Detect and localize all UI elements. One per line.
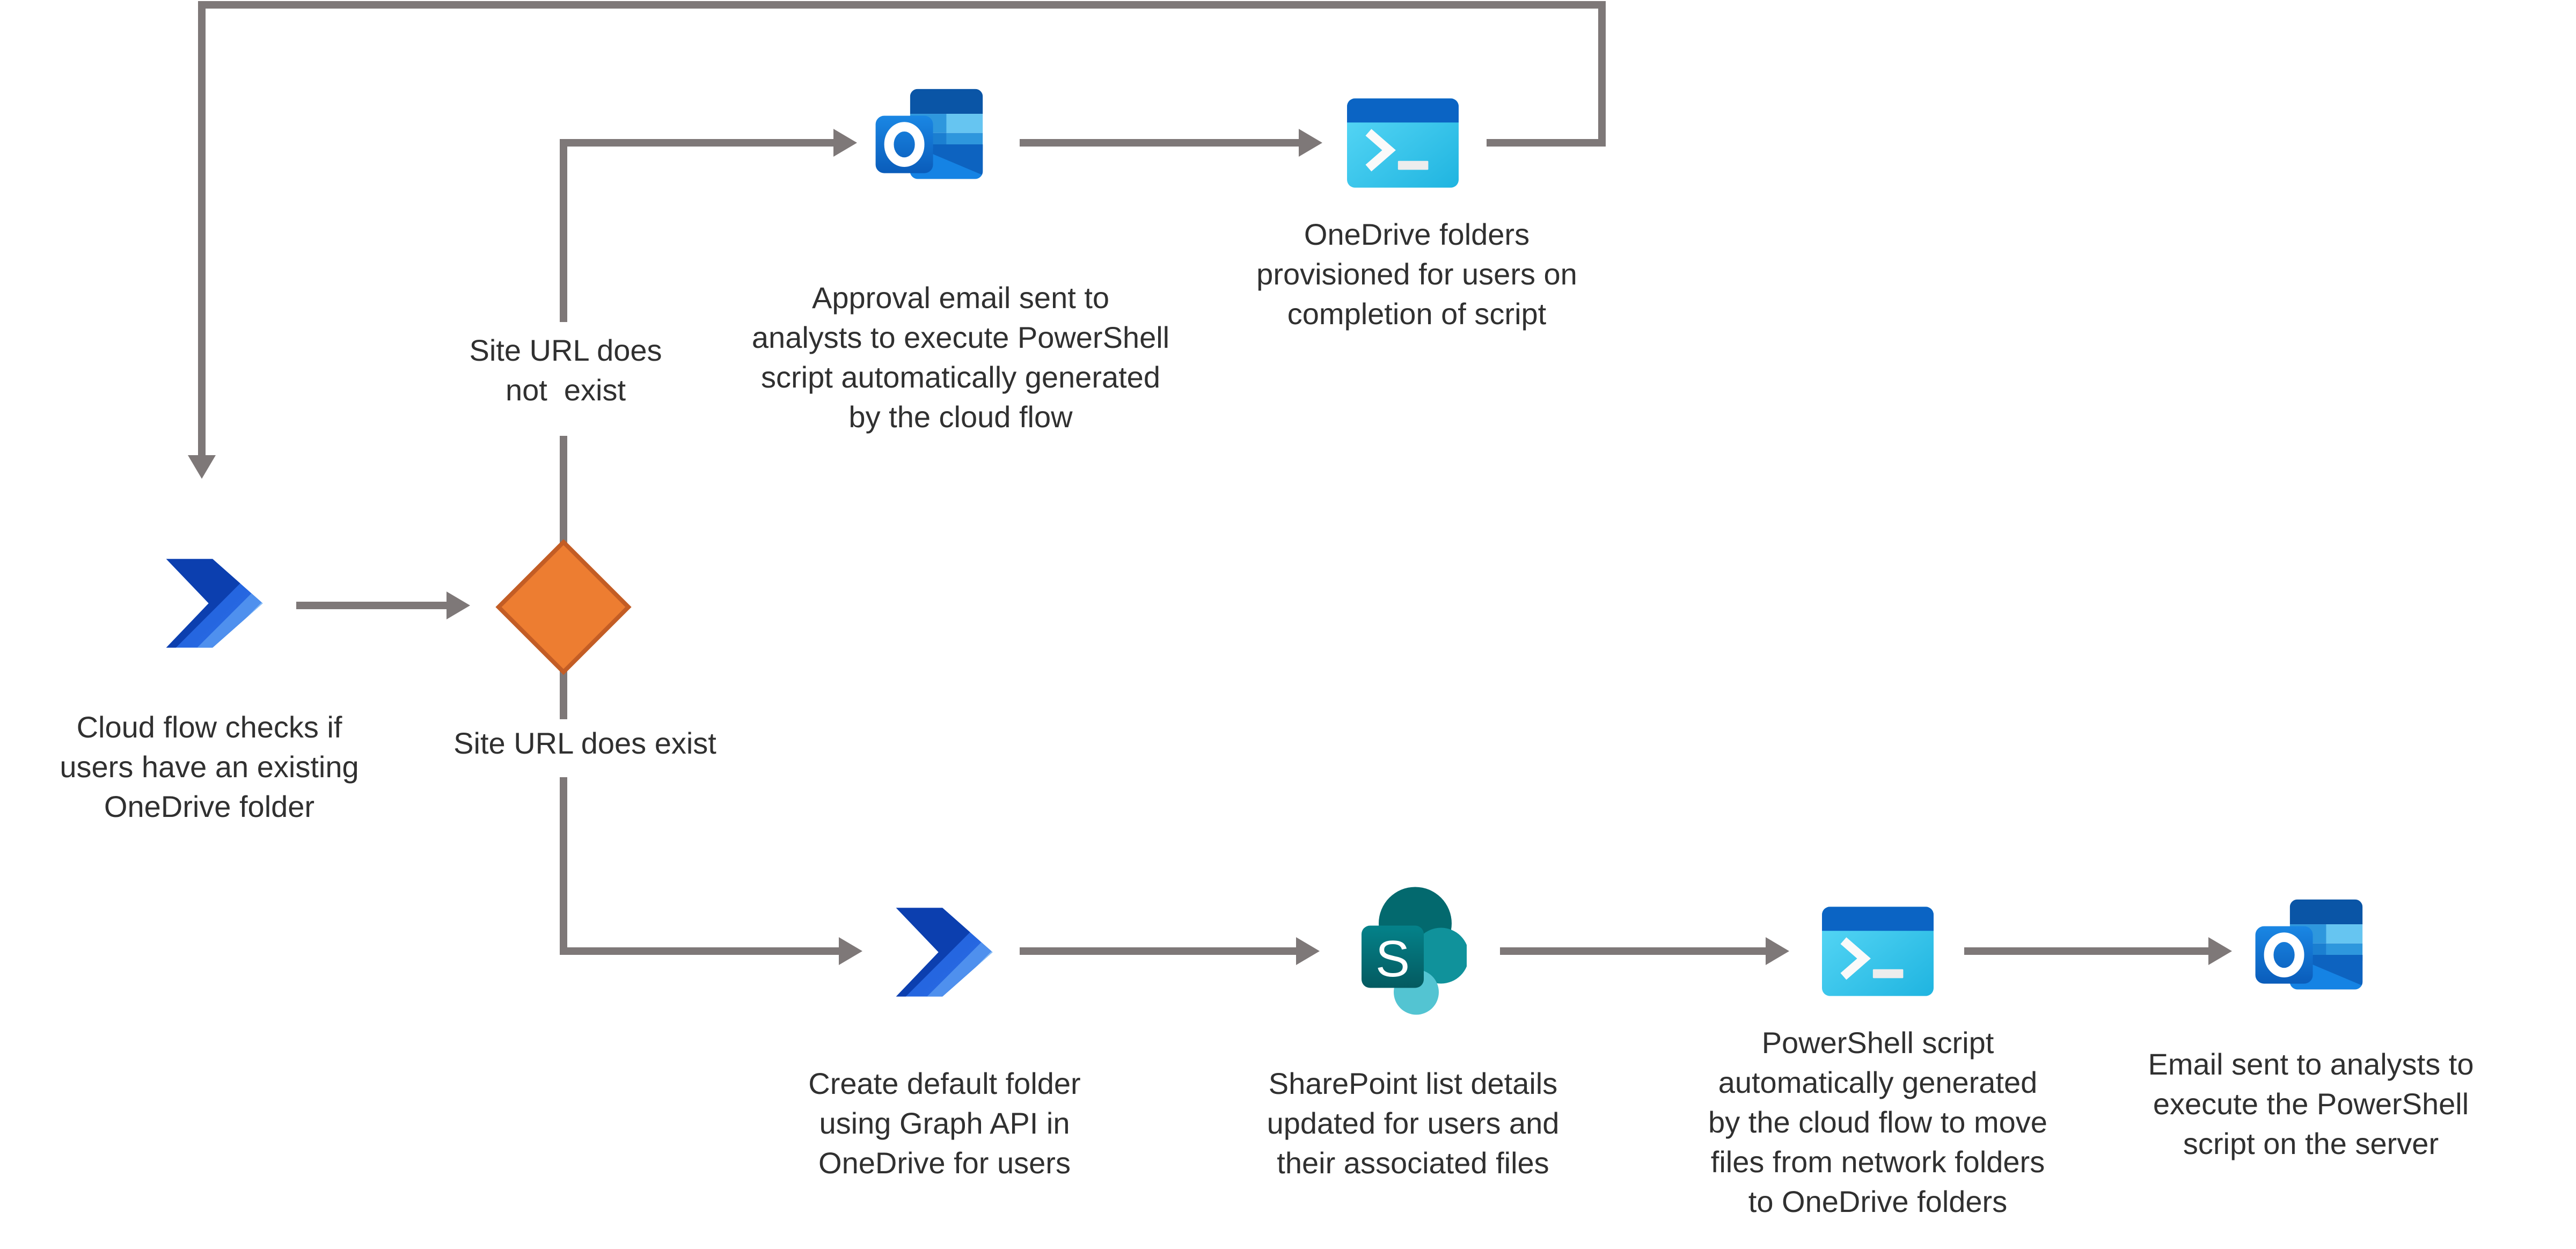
node-approval-email bbox=[874, 87, 989, 194]
arrow-cloudflow-decision bbox=[296, 602, 447, 609]
caption-sharepoint-list-update: SharePoint list details updated for user… bbox=[1267, 1067, 1560, 1180]
branch-up-line-upper bbox=[560, 139, 567, 322]
caption-powershell-move-files: PowerShell script automatically generate… bbox=[1708, 1026, 2047, 1218]
outlook-icon bbox=[2255, 899, 2363, 990]
branch-down-line-lower bbox=[560, 777, 567, 955]
node-onedrive-provisioned bbox=[1347, 98, 1459, 188]
arrow-sharepoint-terminal bbox=[1500, 947, 1766, 955]
arrow-sharepoint-terminal-head bbox=[1766, 937, 1789, 965]
diamond-shape-icon bbox=[495, 539, 632, 675]
branch-up-line-lower bbox=[560, 436, 567, 543]
arrow-pa-sharepoint-head bbox=[1296, 937, 1320, 965]
power-automate-icon bbox=[896, 908, 993, 997]
arrow-email-terminal-head bbox=[1299, 129, 1322, 157]
branch-down-arrowhead bbox=[839, 937, 862, 965]
caption-approval-email: Approval email sent to analysts to execu… bbox=[751, 281, 1170, 434]
branch-down-line-upper bbox=[560, 670, 567, 719]
branch-down-horizontal bbox=[560, 947, 839, 955]
node-email-analysts bbox=[2253, 897, 2368, 1005]
caption-create-default-folder: Create default folder using Graph API in… bbox=[808, 1067, 1081, 1180]
caption-email-analysts: Email sent to analysts to execute the Po… bbox=[2148, 1047, 2474, 1160]
caption-onedrive-provisioned: OneDrive folders provisioned for users o… bbox=[1256, 217, 1577, 331]
powershell-terminal-icon bbox=[1822, 907, 1934, 996]
arrow-terminal-outlook bbox=[1964, 947, 2208, 955]
node-powershell-move-files bbox=[1822, 907, 1934, 996]
outlook-icon bbox=[875, 89, 983, 179]
arrow-email-terminal bbox=[1020, 139, 1299, 147]
branch-up-arrowhead bbox=[833, 129, 857, 157]
loop-down-arrowhead bbox=[188, 455, 216, 479]
node-create-default-folder bbox=[884, 890, 1000, 1014]
branch-up-horizontal bbox=[560, 139, 833, 147]
power-automate-icon bbox=[166, 559, 263, 648]
loop-left-line bbox=[198, 1, 206, 456]
terminal-loop-stub bbox=[1487, 139, 1606, 147]
loop-top-line bbox=[198, 1, 1606, 9]
arrow-pa-sharepoint bbox=[1020, 947, 1296, 955]
caption-cloud-flow-check: Cloud flow checks if users have an exist… bbox=[60, 710, 359, 823]
decision-diamond bbox=[495, 539, 632, 675]
sharepoint-icon: S bbox=[1362, 887, 1467, 1015]
node-cloud-flow-check bbox=[155, 541, 270, 666]
node-sharepoint-list-update: S bbox=[1359, 887, 1467, 1018]
powershell-terminal-icon bbox=[1347, 98, 1459, 188]
svg-text:S: S bbox=[1375, 930, 1410, 988]
arrow-cloudflow-decision-head bbox=[447, 591, 470, 619]
arrow-terminal-outlook-head bbox=[2208, 937, 2232, 965]
loop-right-line bbox=[1598, 1, 1606, 147]
branch-label-site-url-exist: Site URL does exist bbox=[444, 721, 726, 765]
branch-label-site-url-not-exist: Site URL does not exist bbox=[459, 328, 672, 412]
